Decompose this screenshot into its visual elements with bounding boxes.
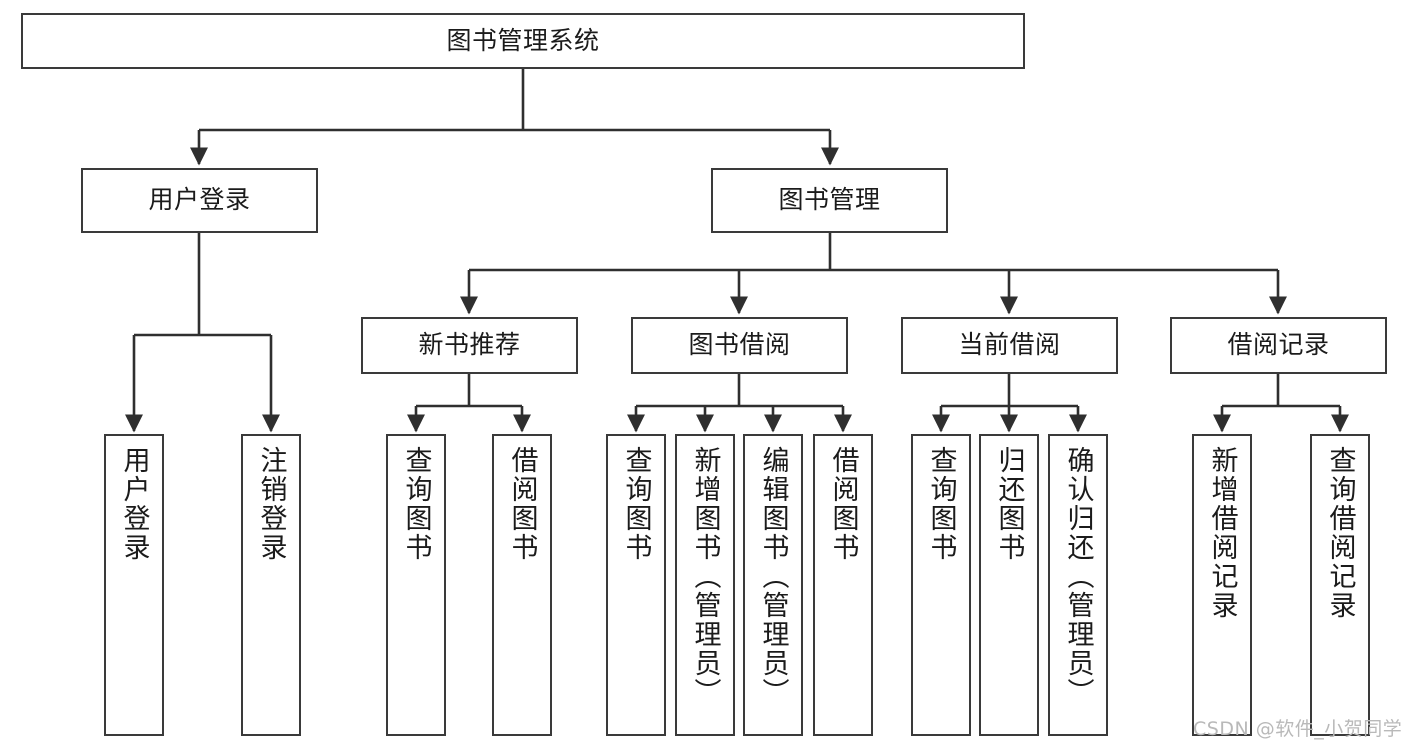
leaf-borrow-book-a[interactable]: 借阅图书 xyxy=(492,434,552,736)
leaf-edit-book-admin-label: 编辑图书（管理员） xyxy=(757,446,789,707)
leaf-add-book-admin-label: 新增图书（管理员） xyxy=(689,446,721,707)
node-book-borrowing-label: 图书借阅 xyxy=(688,330,791,360)
leaf-user-login[interactable]: 用户登录 xyxy=(104,434,164,736)
node-borrowing-record-label: 借阅记录 xyxy=(1227,330,1330,360)
leaf-query-book-b[interactable]: 查询图书 xyxy=(606,434,666,736)
node-current-borrowing-label: 当前借阅 xyxy=(958,330,1061,360)
leaf-query-book-b-label: 查询图书 xyxy=(620,446,652,562)
leaf-borrow-book-a-label: 借阅图书 xyxy=(506,446,538,562)
node-book-borrowing[interactable]: 图书借阅 xyxy=(631,317,848,374)
leaf-add-borrow-record[interactable]: 新增借阅记录 xyxy=(1192,434,1252,736)
node-root[interactable]: 图书管理系统 xyxy=(21,13,1025,69)
node-user-login[interactable]: 用户登录 xyxy=(81,168,318,233)
leaf-logout[interactable]: 注销登录 xyxy=(241,434,301,736)
leaf-logout-label: 注销登录 xyxy=(255,446,287,562)
csdn-watermark: CSDN @软件_小贺同学 xyxy=(1193,718,1403,740)
node-current-borrowing[interactable]: 当前借阅 xyxy=(901,317,1118,374)
leaf-return-book[interactable]: 归还图书 xyxy=(979,434,1039,736)
leaf-query-book-c[interactable]: 查询图书 xyxy=(911,434,971,736)
leaf-query-book-a-label: 查询图书 xyxy=(400,446,432,562)
node-new-book-recommendation[interactable]: 新书推荐 xyxy=(361,317,578,374)
leaf-add-borrow-record-label: 新增借阅记录 xyxy=(1206,446,1238,620)
leaf-borrow-book-b-label: 借阅图书 xyxy=(827,446,859,562)
leaf-add-book-admin[interactable]: 新增图书（管理员） xyxy=(675,434,735,736)
leaf-confirm-return-admin-label: 确认归还（管理员） xyxy=(1062,446,1094,707)
leaf-query-borrow-record-label: 查询借阅记录 xyxy=(1324,446,1356,620)
leaf-edit-book-admin[interactable]: 编辑图书（管理员） xyxy=(743,434,803,736)
leaf-user-login-label: 用户登录 xyxy=(118,446,150,562)
node-user-login-label: 用户登录 xyxy=(148,185,251,215)
node-book-management-label: 图书管理 xyxy=(778,185,881,215)
node-new-book-recommendation-label: 新书推荐 xyxy=(418,330,521,360)
node-root-label: 图书管理系统 xyxy=(446,25,600,55)
leaf-borrow-book-b[interactable]: 借阅图书 xyxy=(813,434,873,736)
leaf-confirm-return-admin[interactable]: 确认归还（管理员） xyxy=(1048,434,1108,736)
leaf-query-book-a[interactable]: 查询图书 xyxy=(386,434,446,736)
node-borrowing-record[interactable]: 借阅记录 xyxy=(1170,317,1387,374)
leaf-query-book-c-label: 查询图书 xyxy=(925,446,957,562)
node-book-management[interactable]: 图书管理 xyxy=(711,168,948,233)
leaf-query-borrow-record[interactable]: 查询借阅记录 xyxy=(1310,434,1370,736)
leaf-return-book-label: 归还图书 xyxy=(993,446,1025,562)
